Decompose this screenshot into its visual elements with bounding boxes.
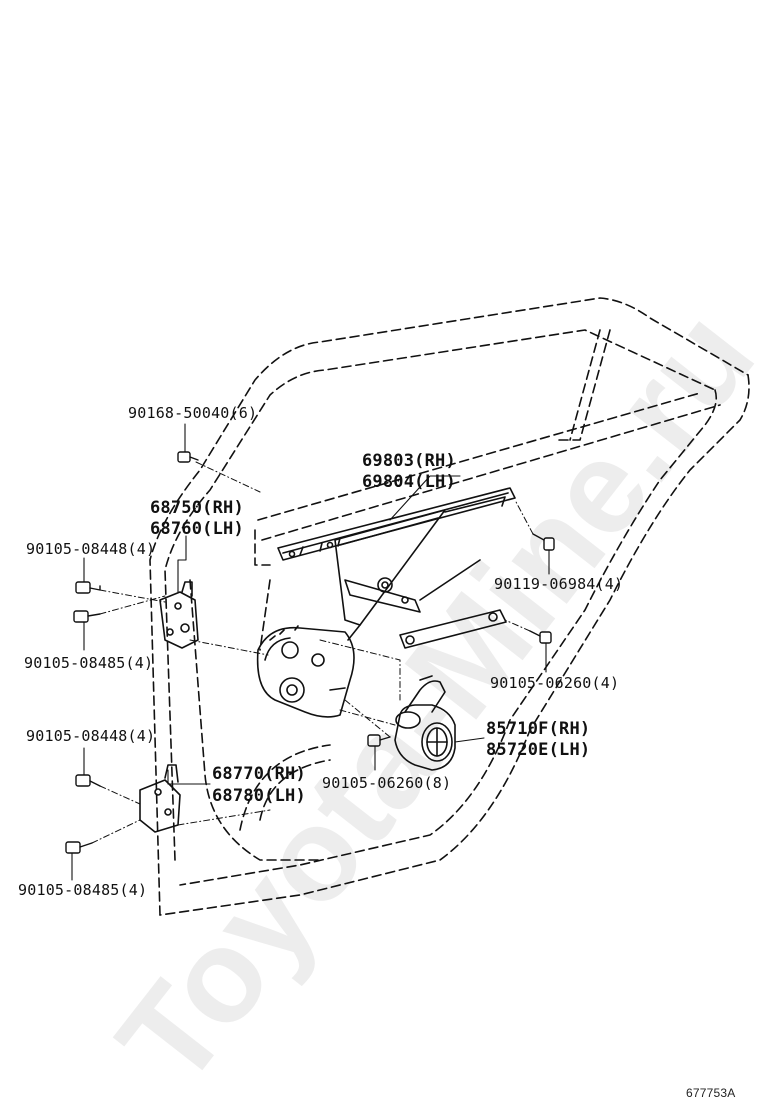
assembly-lines xyxy=(91,461,534,844)
bolts xyxy=(65,451,555,854)
bolt-icon-rail xyxy=(532,533,555,551)
label-hinge-upper-lh: 68760(LH) xyxy=(150,519,244,539)
regulator-arms xyxy=(334,509,481,641)
gear-plate xyxy=(256,625,355,718)
leader-lines xyxy=(71,423,550,881)
label-bolt-right-lower: 90105-06260(4) xyxy=(490,674,620,692)
label-bolt-right-rail: 90119-06984(4) xyxy=(494,575,624,593)
window-motor xyxy=(394,675,456,771)
bolt-icon-upper-b xyxy=(73,610,101,623)
door-outline xyxy=(149,297,750,916)
diagram-id: 677753A xyxy=(686,1086,736,1100)
label-hinge-upper-rh: 68750(RH) xyxy=(150,498,244,518)
label-bolt-top: 90168-50040(6) xyxy=(128,404,258,422)
label-regulator-lh: 69804(LH) xyxy=(362,472,456,492)
label-bolt-lower-b: 90105-08485(4) xyxy=(18,881,148,899)
bolt-icon-upper-a xyxy=(75,581,101,594)
bolt-icon-lower-a xyxy=(75,774,101,787)
bolt-icon-motor xyxy=(367,734,391,747)
label-bolt-upper-a: 90105-08448(4) xyxy=(26,540,156,558)
label-hinge-lower-rh: 68770(RH) xyxy=(212,764,306,784)
label-regulator-rh: 69803(RH) xyxy=(362,451,456,471)
label-bolt-lower-a: 90105-08448(4) xyxy=(26,727,156,745)
bolt-icon-lower-b xyxy=(65,841,93,854)
label-motor-rh: 85710F(RH) xyxy=(486,719,591,739)
upper-hinge xyxy=(159,581,199,649)
label-hinge-lower-lh: 68780(LH) xyxy=(212,786,306,806)
label-motor-lh: 85720E(LH) xyxy=(486,740,591,760)
bolt-icon-top xyxy=(177,451,199,463)
lower-hinge xyxy=(139,764,181,833)
lower-rail xyxy=(399,609,507,649)
bolt-icon-right-lower xyxy=(529,630,552,644)
label-bolt-motor: 90105-06260(8) xyxy=(322,774,452,792)
label-bolt-upper-b: 90105-08485(4) xyxy=(24,654,154,672)
